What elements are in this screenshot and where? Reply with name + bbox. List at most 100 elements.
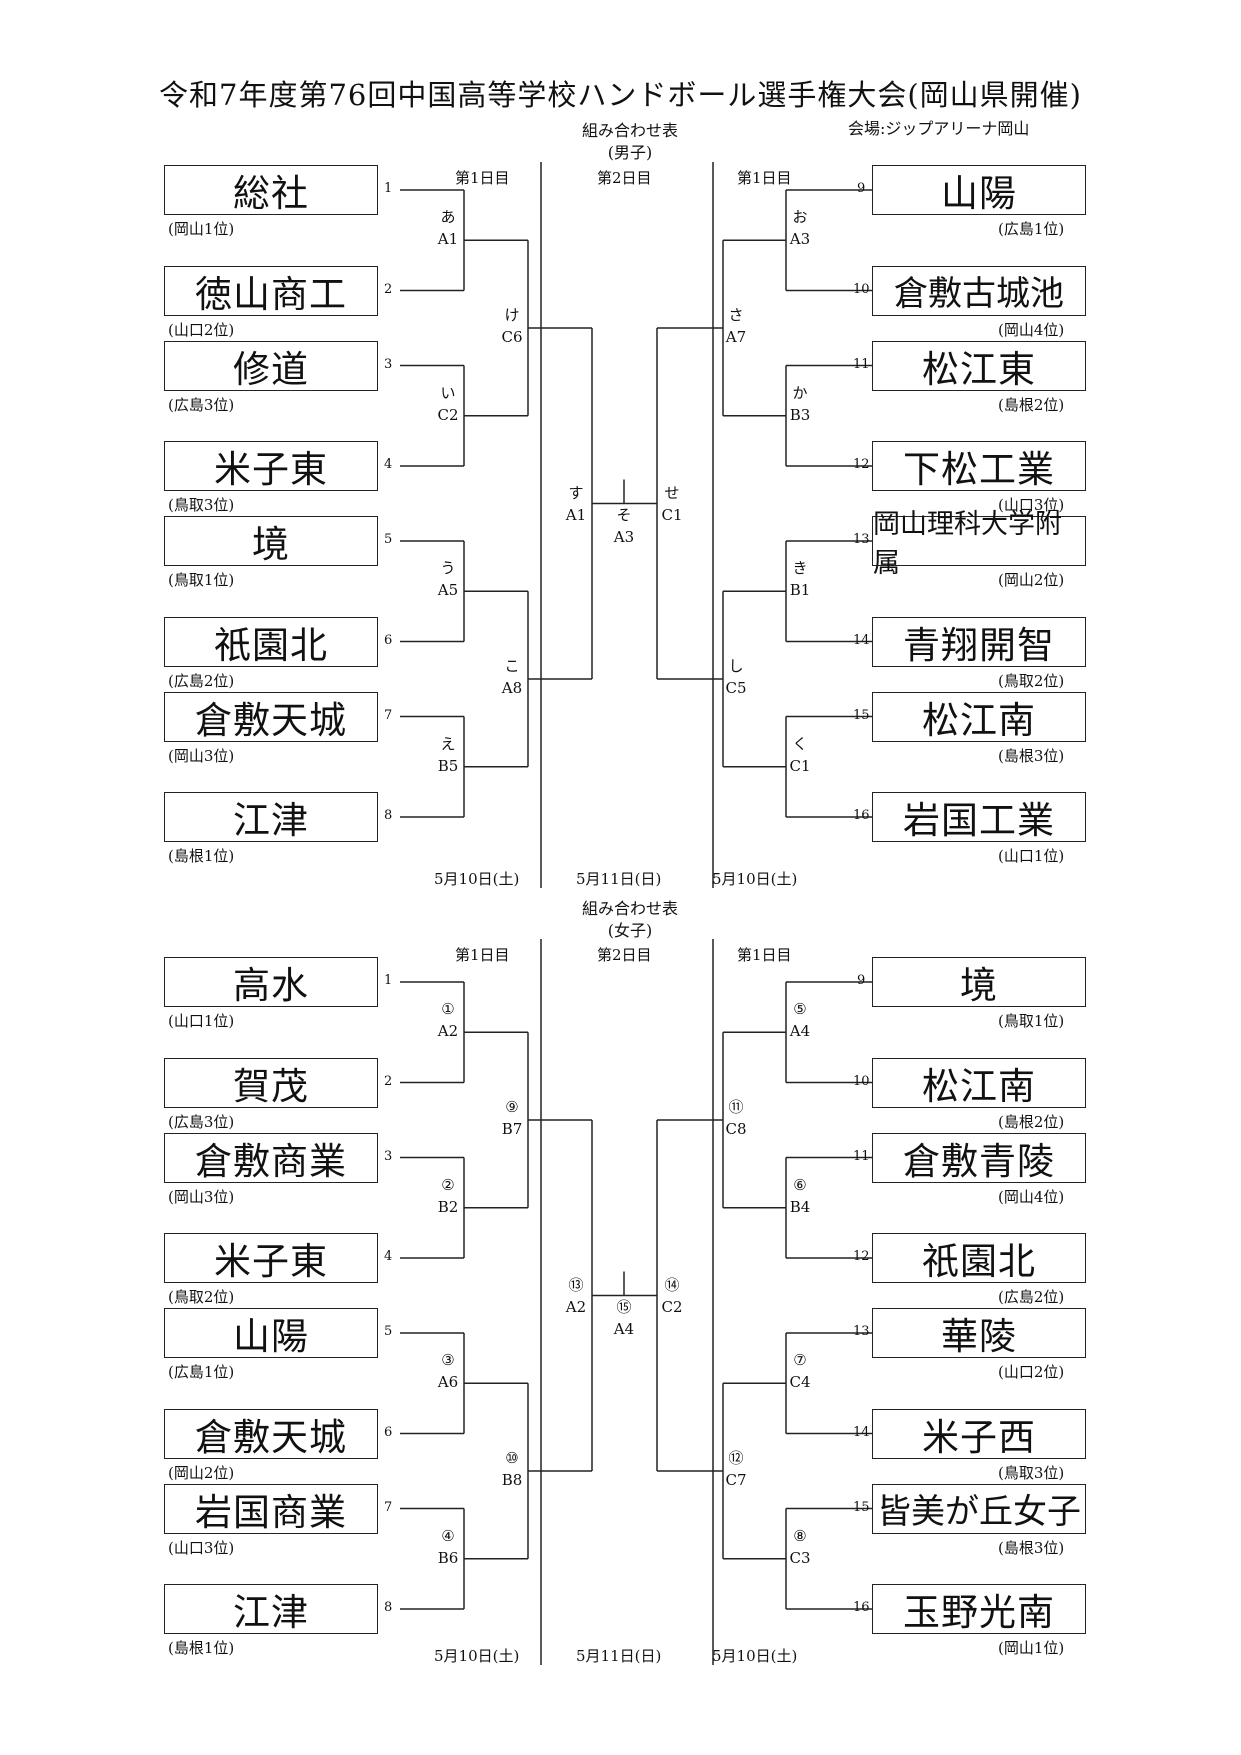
team-rank: (鳥取2位) [998, 671, 1065, 690]
team-box: 華陵 [872, 1308, 1086, 1358]
team-number: 4 [384, 457, 393, 472]
team-rank: (岡山1位) [168, 220, 235, 238]
team-box: 岩国工業 [872, 792, 1086, 842]
match-label: か [792, 383, 808, 402]
match-label: ⑪ [728, 1098, 744, 1116]
match-court: A8 [501, 679, 523, 697]
section-subtitle-gender: (女子) [607, 921, 653, 940]
match-court: B8 [501, 1471, 523, 1489]
match-court: A6 [437, 1373, 459, 1392]
match-court: C7 [725, 1471, 747, 1489]
team-number: 14 [853, 1424, 870, 1440]
team-box: 下松工業 [872, 441, 1086, 491]
day2-date: 5月11日(日) [576, 1647, 662, 1665]
match-label: ① [441, 1000, 455, 1019]
match-court: B7 [501, 1120, 523, 1138]
team-box: 江津 [164, 1584, 378, 1634]
match-court: B5 [437, 756, 459, 775]
team-rank: (岡山2位) [998, 571, 1065, 589]
match-court: C2 [437, 405, 459, 424]
team-number: 4 [384, 1249, 393, 1264]
team-box: 米子東 [164, 441, 378, 491]
team-number: 16 [853, 1600, 870, 1615]
match-court: C3 [789, 1548, 811, 1567]
team-rank: (山口3位) [168, 1538, 235, 1557]
team-number: 6 [384, 1424, 393, 1440]
team-rank: (広島1位) [168, 1363, 235, 1381]
team-rank: (鳥取3位) [998, 1463, 1065, 1482]
day1-date-right: 5月10日(土) [712, 870, 798, 888]
match-court: C8 [725, 1120, 747, 1138]
day2-header: 第2日目 [597, 946, 652, 964]
team-rank: (島根2位) [998, 1112, 1065, 1131]
match-court: B4 [789, 1197, 811, 1216]
team-box: 倉敷天城 [164, 691, 378, 742]
team-box: 玉野光南 [872, 1584, 1086, 1634]
team-number: 5 [384, 1324, 393, 1339]
venue-label: 会場:ジップアリーナ岡山 [848, 119, 1030, 138]
match-court: A4 [789, 1022, 811, 1041]
day1-header-left: 第1日目 [455, 169, 510, 187]
section-subtitle-gender: (男子) [607, 143, 653, 162]
team-number: 15 [853, 1499, 870, 1515]
match-court: A2 [437, 1022, 459, 1041]
team-box: 松江南 [872, 691, 1086, 742]
team-number: 13 [853, 1324, 870, 1339]
match-label: き [792, 559, 808, 578]
team-rank: (岡山4位) [998, 320, 1065, 339]
day2-header: 第2日目 [597, 169, 652, 187]
team-box: 岩国商業 [164, 1483, 378, 1534]
team-rank: (山口3位) [998, 496, 1065, 514]
final-label: そ [616, 505, 632, 524]
team-box: 江津 [164, 792, 378, 842]
final-court: A4 [613, 1319, 635, 1338]
team-box: 皆美が丘女子 [872, 1483, 1086, 1534]
team-rank: (鳥取2位) [168, 1288, 235, 1306]
semi-court-left: A2 [565, 1297, 587, 1316]
match-label: し [728, 657, 744, 675]
section-subtitle: 組み合わせ表 [581, 121, 678, 140]
day1-date-left: 5月10日(土) [434, 870, 520, 888]
team-rank: (鳥取1位) [168, 571, 235, 589]
team-number: 11 [853, 356, 870, 372]
match-court: A5 [437, 581, 459, 600]
team-number: 7 [384, 707, 393, 723]
team-number: 10 [853, 1073, 870, 1089]
match-court: C5 [725, 679, 747, 697]
team-number: 12 [853, 1249, 870, 1264]
team-rank: (広島2位) [998, 1288, 1065, 1306]
match-label: こ [504, 657, 520, 675]
team-number: 6 [384, 632, 393, 648]
match-court: B2 [437, 1197, 459, 1216]
semi-court-left: A1 [565, 505, 587, 524]
day2-date: 5月11日(日) [576, 870, 662, 888]
team-rank: (島根1位) [168, 847, 235, 865]
team-number: 1 [384, 181, 393, 196]
section-subtitle: 組み合わせ表 [581, 899, 678, 918]
team-rank: (山口1位) [998, 847, 1065, 865]
team-rank: (島根3位) [998, 1538, 1065, 1557]
team-rank: (島根3位) [998, 746, 1065, 765]
match-label: お [792, 208, 808, 227]
team-number: 3 [384, 1148, 393, 1164]
team-rank: (広島1位) [998, 220, 1065, 238]
team-box: 青翔開智 [872, 616, 1086, 667]
team-number: 15 [853, 707, 870, 723]
team-number: 2 [384, 1073, 393, 1089]
semi-label-left: す [568, 483, 584, 502]
team-box: 倉敷青陵 [872, 1132, 1086, 1183]
team-box: 山陽 [164, 1308, 378, 1358]
match-label: く [792, 734, 808, 753]
semi-court-right: C2 [661, 1297, 683, 1316]
semi-court-right: C1 [661, 505, 683, 524]
team-rank: (山口2位) [998, 1363, 1065, 1381]
team-box: 倉敷古城池 [872, 265, 1086, 316]
team-box: 高水 [164, 957, 378, 1007]
team-box: 修道 [164, 340, 378, 391]
team-box: 松江南 [872, 1057, 1086, 1108]
team-number: 9 [857, 973, 866, 988]
team-number: 8 [384, 1600, 393, 1615]
match-label: あ [440, 208, 456, 227]
